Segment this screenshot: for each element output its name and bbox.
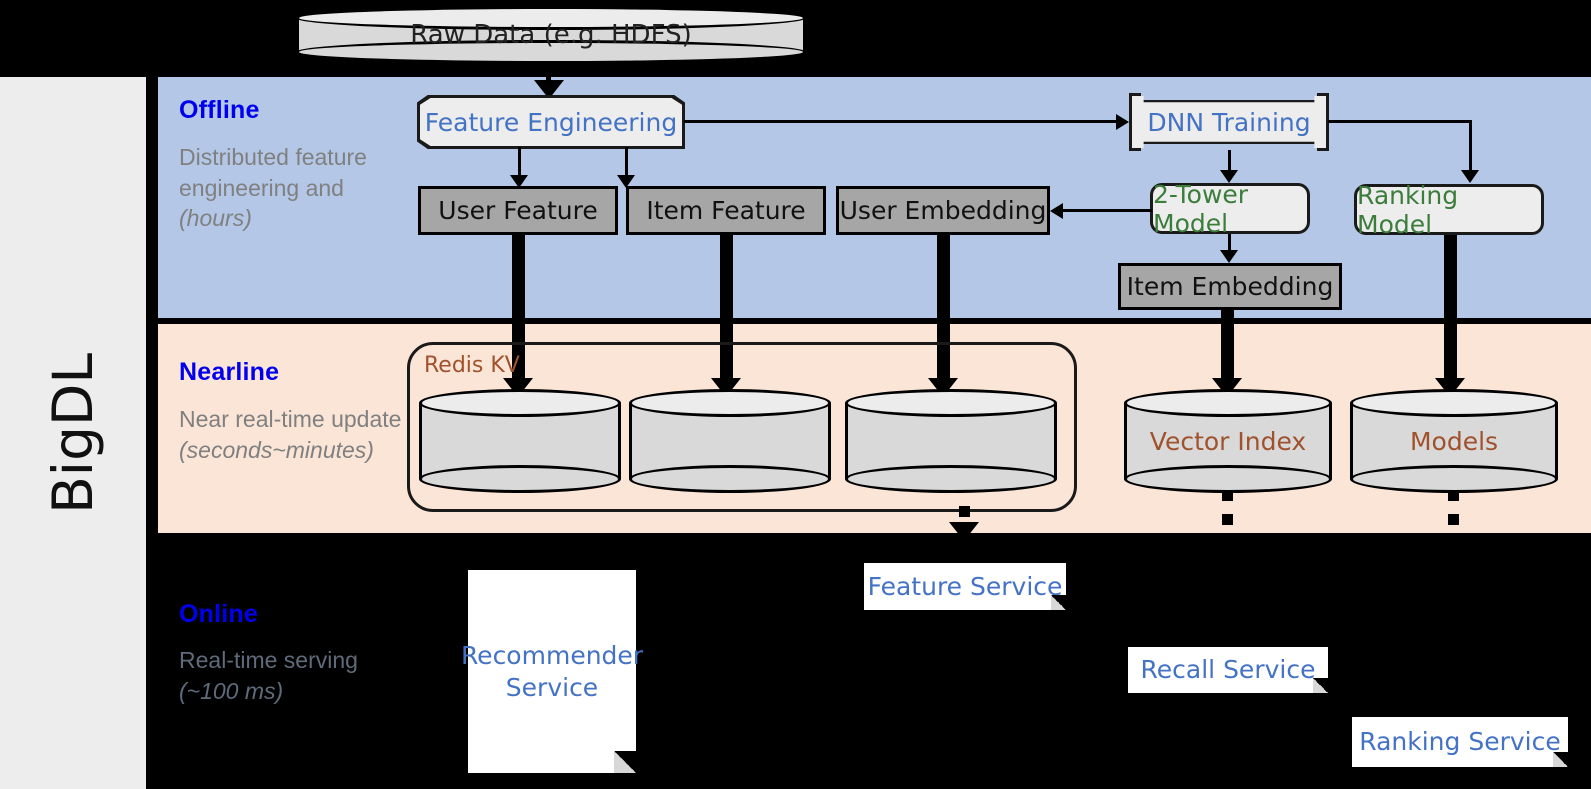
bigdl-label: BigDL	[0, 77, 146, 789]
item-embedding-label: Item Embedding	[1126, 272, 1334, 301]
pipe-item-feature	[720, 235, 733, 385]
redis-kv-label: Redis KV	[424, 353, 520, 378]
cylinder-bottom	[296, 40, 806, 64]
ranking-service-node[interactable]: Ranking Service	[1352, 717, 1568, 767]
store-label	[419, 389, 621, 493]
two-tower-model-node[interactable]: 2-Tower Model	[1150, 180, 1310, 238]
item-feature-node[interactable]: Item Feature	[626, 186, 826, 235]
item-embedding-node[interactable]: Item Embedding	[1118, 263, 1342, 310]
raw-data-cylinder: Raw Data (e.g. HDFS)	[296, 6, 806, 64]
ranking-model-node[interactable]: Ranking Model	[1354, 181, 1544, 239]
online-subtitle-italic: (~100 ms)	[179, 677, 284, 704]
raw-data-label: Raw Data (e.g. HDFS)	[410, 20, 692, 50]
dash-models-1	[1448, 490, 1459, 501]
vector-index-label: Vector Index	[1149, 426, 1307, 456]
cylinder-bottom	[845, 465, 1057, 493]
store-cylinder-user-embedding[interactable]	[845, 389, 1057, 493]
connector-fe-to-userfeature	[518, 147, 521, 179]
offline-subtitle-italic: (hours)	[179, 205, 252, 232]
folded-corner-icon	[1313, 678, 1328, 693]
cylinder-top	[629, 389, 831, 417]
offline-title: Offline	[179, 96, 260, 124]
arrowhead-fe-to-itemfeature	[617, 175, 635, 188]
dnn-training-label: DNN Training	[1147, 107, 1311, 137]
folded-corner-icon	[1553, 752, 1568, 767]
folded-corner-icon	[1051, 595, 1066, 610]
nearline-subtitle-italic: (seconds~minutes)	[179, 436, 374, 463]
dnn-training-node[interactable]: DNN Training	[1132, 96, 1326, 148]
dash-models-2	[1448, 514, 1459, 525]
arrowhead-rawdata-to-fe	[534, 80, 564, 99]
user-embedding-label: User Embedding	[839, 196, 1047, 225]
recall-service-node[interactable]: Recall Service	[1128, 647, 1328, 693]
connector-twotower-to-itemembedding	[1228, 234, 1231, 256]
arrowhead-twotower-to-itemembedding	[1220, 250, 1238, 263]
arrowhead-dnn-to-ranking	[1461, 170, 1479, 183]
pipe-ranking-model	[1444, 235, 1457, 385]
connector-twotower-to-userembedding	[1062, 209, 1152, 212]
arrowhead-dnn-to-twotower	[1220, 170, 1238, 183]
user-embedding-node[interactable]: User Embedding	[836, 186, 1050, 235]
nearline-subtitle: Near real-time update (seconds~minutes)	[179, 404, 404, 465]
cylinder-top	[1124, 389, 1332, 417]
connector-dnn-right	[1328, 120, 1472, 123]
bigdl-rail: BigDL	[0, 77, 146, 789]
ranking-service-label: Ranking Service	[1359, 727, 1561, 757]
dash-redis-to-featureservice-1	[959, 506, 970, 517]
store-cylinder-item-feature[interactable]	[629, 389, 831, 493]
offline-subtitle: Distributed feature engineering and (hou…	[179, 142, 404, 234]
vector-index-cylinder[interactable]: Vector Index	[1124, 389, 1332, 493]
models-label: Models	[1409, 426, 1499, 456]
store-cylinder-user-feature[interactable]	[419, 389, 621, 493]
bigdl-label-text: BigDL	[40, 352, 105, 514]
cylinder-bottom	[419, 465, 621, 493]
offline-subtitle-text: Distributed feature engineering and	[179, 144, 367, 201]
recommender-service-node[interactable]: Recommender Service	[461, 570, 643, 773]
models-cylinder[interactable]: Models	[1350, 389, 1558, 493]
cylinder-top	[296, 6, 806, 30]
pipe-user-embedding	[937, 235, 950, 385]
connector-dnn-down-to-ranking	[1469, 120, 1472, 174]
online-title: Online	[179, 600, 258, 628]
connector-dnn-to-twotower	[1228, 150, 1231, 174]
connector-fe-to-itemfeature	[625, 147, 628, 179]
cylinder-bottom	[1350, 465, 1558, 493]
connector-fe-to-dnn	[684, 120, 1116, 123]
dash-vectorindex-1	[1222, 490, 1233, 501]
folded-corner-icon	[614, 751, 636, 773]
ranking-model-label: Ranking Model	[1357, 180, 1459, 239]
user-feature-node[interactable]: User Feature	[418, 186, 618, 235]
arrowhead-twotower-to-userembedding	[1050, 203, 1063, 219]
recall-service-label: Recall Service	[1140, 655, 1316, 685]
recommender-service-label: Recommender Service	[460, 641, 644, 702]
user-feature-label: User Feature	[438, 196, 598, 225]
arrowhead-redis-to-featureservice	[949, 522, 979, 541]
cylinder-bottom	[629, 465, 831, 493]
pipe-user-feature	[512, 235, 525, 385]
arrowhead-fe-to-userfeature	[510, 175, 528, 188]
feature-engineering-label: Feature Engineering	[424, 107, 678, 137]
store-label	[629, 389, 831, 493]
cylinder-top	[1350, 389, 1558, 417]
cylinder-top	[845, 389, 1057, 417]
nearline-subtitle-text: Near real-time update	[179, 406, 402, 432]
connector-rawdata-to-fe	[546, 63, 551, 87]
cylinder-top	[419, 389, 621, 417]
feature-engineering-node[interactable]: Feature Engineering	[420, 98, 682, 146]
arrowhead-fe-to-dnn	[1116, 114, 1129, 130]
dash-vectorindex-2	[1222, 514, 1233, 525]
two-tower-model-label: 2-Tower Model	[1153, 179, 1249, 238]
store-label	[845, 389, 1057, 493]
nearline-title: Nearline	[179, 358, 280, 386]
redis-kv-container	[407, 342, 1077, 512]
feature-service-node[interactable]: Feature Service	[864, 563, 1066, 610]
feature-service-label: Feature Service	[867, 571, 1063, 601]
pipe-item-embedding	[1221, 310, 1234, 385]
item-feature-label: Item Feature	[646, 196, 806, 225]
online-subtitle: Real-time serving (~100 ms)	[179, 645, 404, 706]
online-subtitle-text: Real-time serving	[179, 647, 358, 673]
